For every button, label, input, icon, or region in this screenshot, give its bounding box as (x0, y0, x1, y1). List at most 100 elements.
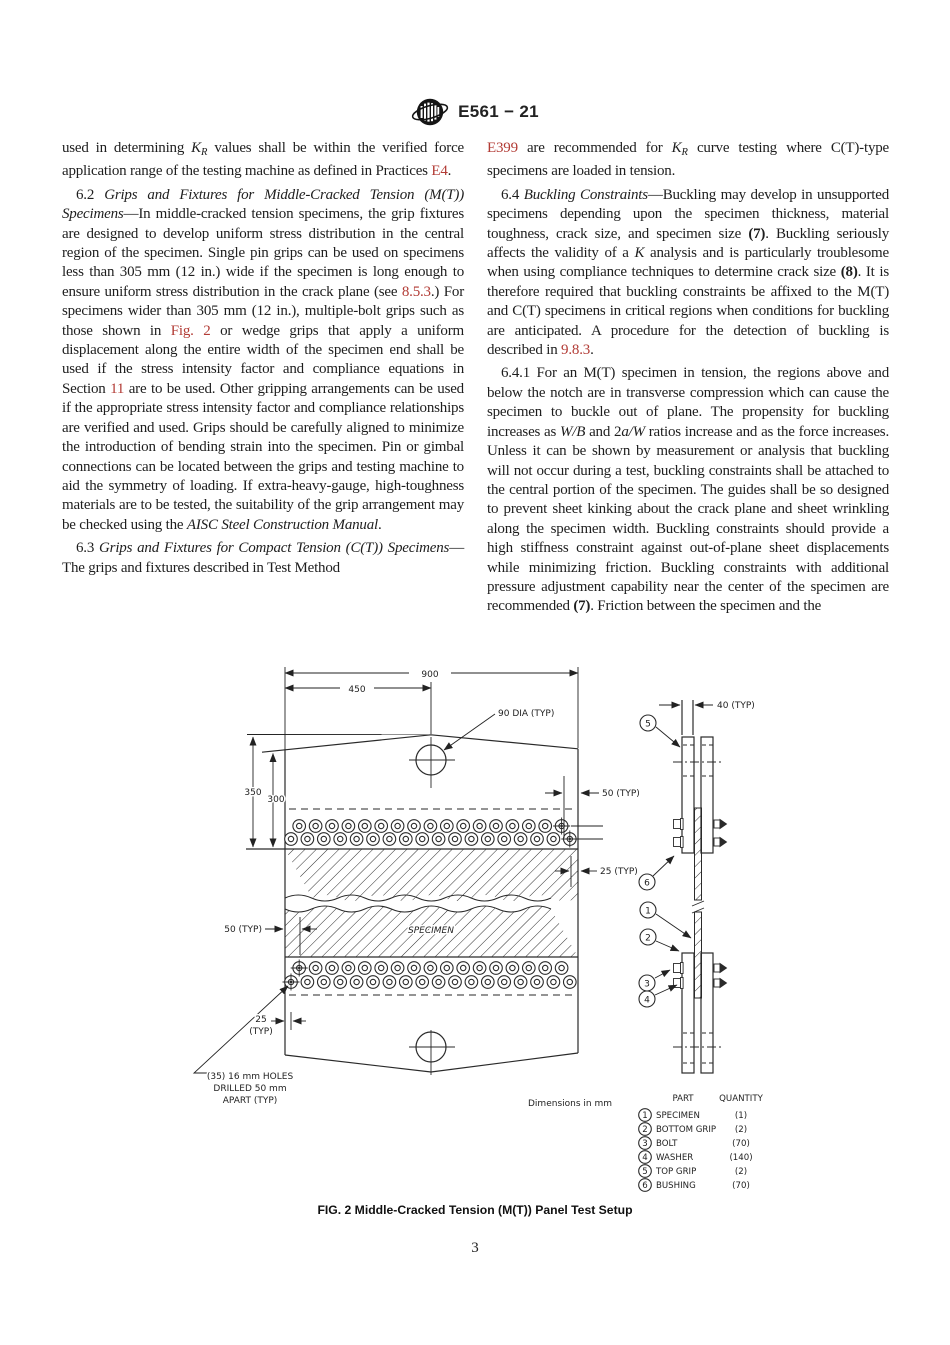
side-view-hidden-lines (673, 744, 722, 1064)
washer-symbol (374, 961, 389, 975)
washer-symbol (505, 961, 520, 975)
row-num: 6 (642, 1181, 647, 1191)
washer-symbol (554, 961, 569, 975)
pin-hole-bottom (409, 1030, 455, 1075)
washer-symbol (456, 961, 471, 975)
side-view (681, 700, 714, 1074)
text-run: analysis and is particularly troublesome… (487, 245, 889, 281)
holes-note-line2: DRILLED 50 mm (213, 1084, 286, 1094)
parts-table-header-quantity: QUANTITY (719, 1094, 763, 1104)
washer-symbol (513, 832, 528, 846)
parts-table-header-part: PART (672, 1094, 694, 1104)
dim-900-label: 900 (421, 670, 438, 680)
reference-link[interactable]: Fig. 2 (170, 322, 211, 339)
text-run: 6.4 (501, 186, 524, 203)
side-view-bolts (673, 818, 728, 989)
text-run: (8) (840, 264, 858, 281)
washer-symbol (448, 832, 462, 846)
dim-350-label: 350 (244, 788, 261, 798)
row-qty: (70) (732, 1181, 750, 1191)
washer-symbol (300, 975, 315, 989)
paragraph-6-4-1: 6.4.1 For an M(T) specimen in tension, t… (487, 364, 889, 616)
washer-symbol (538, 961, 553, 975)
text-run: K (671, 140, 682, 156)
text-run: ratios increase and as the force increas… (487, 423, 889, 615)
text-run: . (590, 342, 594, 359)
reference-link[interactable]: E399 (487, 140, 518, 156)
washer-symbol (546, 832, 561, 846)
washer-symbol (521, 819, 536, 833)
reference-link[interactable]: 8.5.3 (401, 283, 431, 300)
washer-symbol (398, 832, 413, 846)
paragraph-continuation-right: E399 are recommended for KR curve testin… (487, 139, 889, 182)
washer-symbol (480, 832, 495, 846)
text-run: W/B (560, 423, 586, 440)
dia-90-label: 90 DIA (TYP) (498, 709, 554, 719)
specimen-hatched-region (284, 849, 578, 957)
text-run: 6.2 (76, 186, 105, 203)
holes-note-line3: APART (TYP) (223, 1096, 278, 1106)
reference-link[interactable]: 9.8.3 (561, 342, 591, 359)
bolt-symbol (290, 958, 309, 978)
washer-symbol (472, 819, 487, 833)
paragraph-continuation-left: used in determining KR values shall be w… (62, 139, 464, 182)
washer-symbol (349, 975, 364, 989)
washer-symbol (325, 819, 339, 833)
right-25-label: 25 (TYP) (600, 867, 638, 877)
text-run: Grips and Fixtures for Compact Tension (… (99, 540, 450, 557)
callout-6: 6 (644, 879, 650, 889)
callout-5: 5 (645, 720, 651, 730)
row-qty: (140) (729, 1153, 752, 1163)
text-run: values shall be within the verified forc… (62, 140, 464, 180)
text-column-left: used in determining KR values shall be w… (62, 139, 464, 578)
row-qty: (1) (735, 1111, 747, 1121)
washer-symbol (464, 975, 479, 989)
washer-symbol (521, 961, 536, 975)
reference-link[interactable]: E4 (431, 163, 448, 180)
washer-symbol (431, 832, 446, 846)
text-run: . Friction between the specimen and the (590, 598, 822, 615)
text-run: . Buckling seriously affects the validit… (487, 225, 889, 262)
callout-1: 1 (645, 907, 651, 917)
side-view-specimen-strip (691, 807, 705, 999)
row-qty: (70) (732, 1139, 750, 1149)
washer-symbol (439, 819, 454, 833)
washer-symbol (284, 832, 298, 846)
row-part: BOLT (656, 1139, 678, 1149)
washer-symbol (456, 819, 471, 833)
text-run: —In middle-cracked tension specimens, th… (62, 206, 464, 300)
washer-symbol (390, 819, 405, 833)
text-run: are recommended for (517, 140, 672, 156)
paragraph-6-3: 6.3 Grips and Fixtures for Compact Tensi… (62, 539, 464, 578)
text-run: —The grips and fixtures described in Tes… (62, 540, 465, 576)
text-run: or wedge grips that apply a uniform disp… (62, 322, 464, 397)
row-num: 1 (642, 1111, 647, 1121)
row-qty: (2) (735, 1167, 747, 1177)
washer-symbol (415, 975, 430, 989)
washer-symbol (374, 819, 389, 833)
washer-symbol (497, 832, 512, 846)
washer-symbol (480, 975, 495, 989)
page-number: 3 (471, 1240, 479, 1256)
reference-link[interactable]: 11 (110, 380, 125, 397)
washer-symbol (431, 975, 446, 989)
dimensions-note: Dimensions in mm (528, 1099, 612, 1109)
paragraph-6-4: 6.4 Buckling Constraints—Buckling may de… (487, 186, 889, 361)
row-part: SPECIMEN (656, 1111, 700, 1121)
washer-symbol (464, 832, 479, 846)
washer-symbol (316, 975, 331, 989)
washer-symbol (489, 961, 503, 975)
text-run: R (681, 147, 688, 158)
text-run: Grips and Fixtures for Middle-Cracked Te… (62, 186, 464, 223)
washer-symbol (333, 832, 348, 846)
washer-symbol (357, 819, 372, 833)
astm-logo (411, 98, 449, 126)
left-50-label: 50 (TYP) (224, 925, 262, 935)
standard-designation: E561 − 21 (458, 102, 539, 121)
washer-symbol (472, 961, 487, 975)
washer-symbol (382, 975, 397, 989)
washer-symbol (292, 819, 307, 833)
text-run: . (378, 516, 382, 533)
washer-symbol (308, 961, 323, 975)
